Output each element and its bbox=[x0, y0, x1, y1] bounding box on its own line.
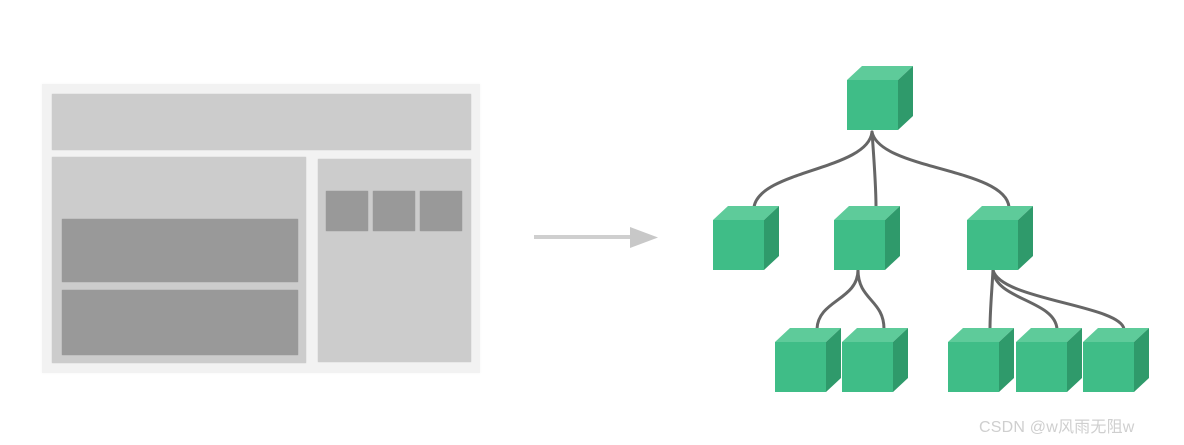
tree-node-child-2 bbox=[834, 206, 900, 270]
tree-node-child-1 bbox=[713, 206, 779, 270]
tree-node-grandchild-3-2 bbox=[1016, 328, 1082, 392]
tree-node-grandchild-2-1 bbox=[775, 328, 841, 392]
tree-node-grandchild-3-1 bbox=[948, 328, 1014, 392]
arrow-right-icon bbox=[534, 227, 658, 248]
wireframe-aside-block-1 bbox=[326, 191, 368, 231]
tree-edges bbox=[752, 130, 1126, 331]
tree-node-root bbox=[847, 66, 913, 130]
wireframe-aside-block-2 bbox=[373, 191, 415, 231]
wireframe-main-block-1 bbox=[62, 219, 298, 282]
tree-node-grandchild-3-3 bbox=[1083, 328, 1149, 392]
wireframe-main-block-2 bbox=[62, 290, 298, 355]
wireframe-aside-block-3 bbox=[420, 191, 462, 231]
watermark: CSDN @w风雨无阻w bbox=[979, 419, 1135, 436]
tree-node-grandchild-2-2 bbox=[842, 328, 908, 392]
tree-node-child-3 bbox=[967, 206, 1033, 270]
wireframe-header bbox=[52, 94, 471, 150]
